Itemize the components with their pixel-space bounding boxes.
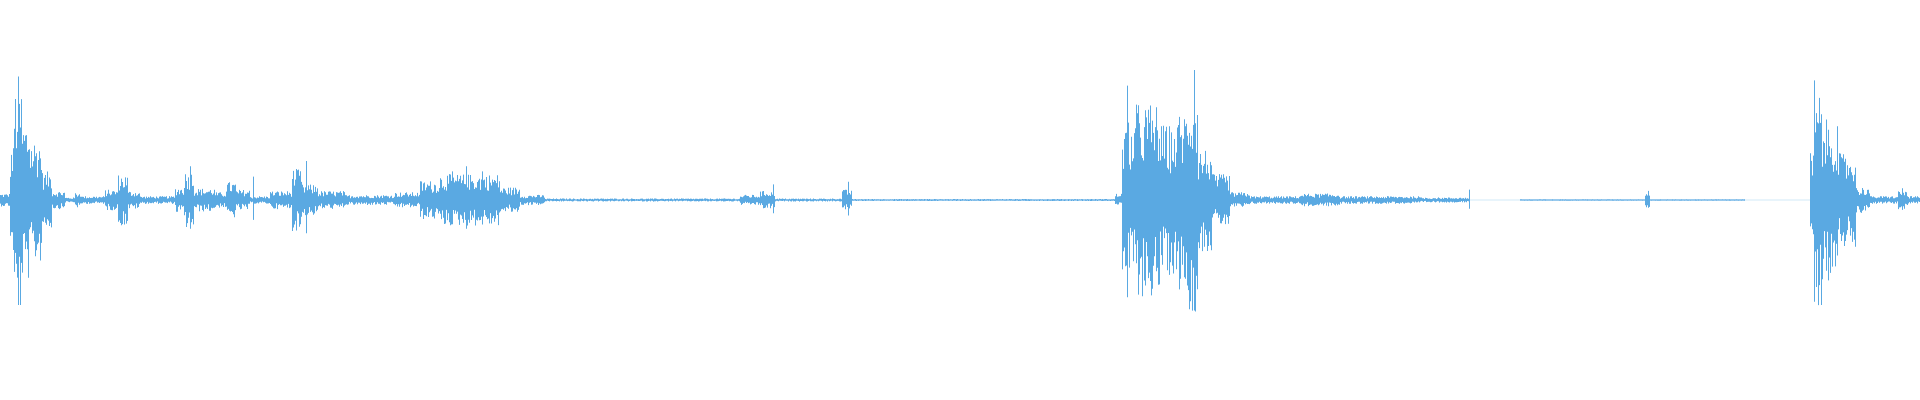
waveform-bars	[0, 70, 1920, 312]
